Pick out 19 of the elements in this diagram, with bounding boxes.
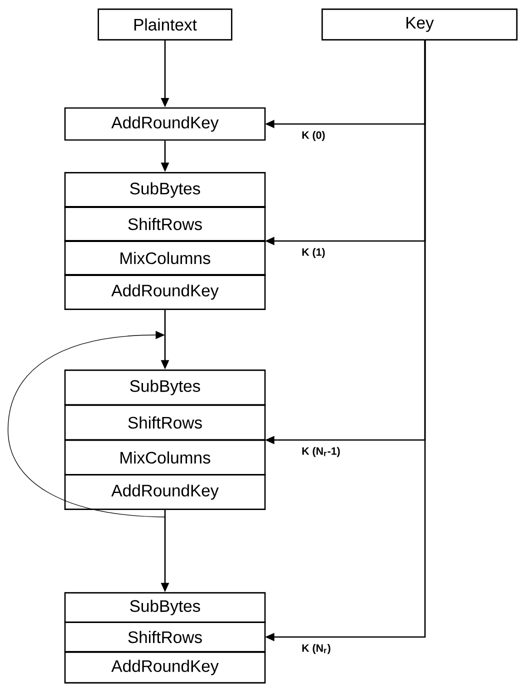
step-box: SubBytes <box>64 370 266 406</box>
arrow <box>8 330 166 518</box>
step-box: AddRoundKey <box>64 274 266 310</box>
edge-label: K (0) <box>302 131 325 141</box>
step-box: Key <box>322 8 518 40</box>
step-box: AddRoundKey <box>64 474 266 510</box>
step-box: ShiftRows <box>64 206 266 242</box>
edge-label: K (N$_{r}$-1) <box>302 447 340 457</box>
step-box: AddRoundKey <box>64 652 266 684</box>
step-box: SubBytes <box>64 172 266 208</box>
step-box: AddRoundKey <box>64 107 266 141</box>
step-box: MixColumns <box>64 240 266 276</box>
step-box: ShiftRows <box>64 622 266 652</box>
step-box: ShiftRows <box>64 404 266 440</box>
edge-label: K (N$_{r}$) <box>302 644 330 654</box>
step-box: MixColumns <box>64 440 266 476</box>
step-box: Plaintext <box>98 8 232 40</box>
edge-label: K (1) <box>302 248 325 258</box>
step-box: SubBytes <box>64 592 266 623</box>
